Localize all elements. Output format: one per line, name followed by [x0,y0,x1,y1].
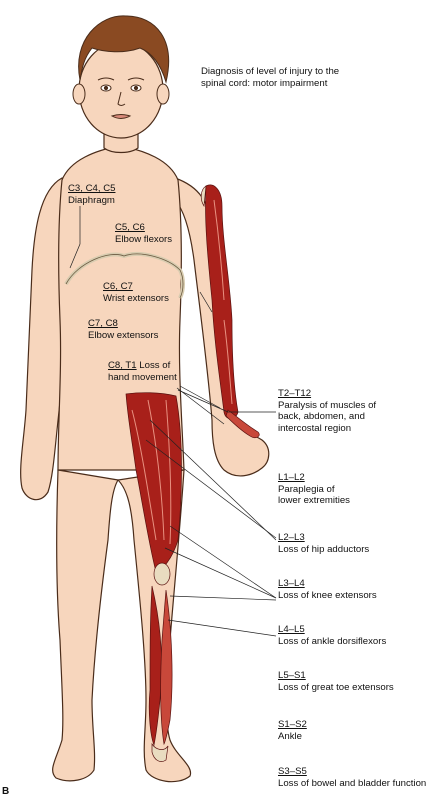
label-wrist-extensors-code: C6, C7 [103,281,133,292]
label-l3-l4-code: L3–L4 [278,578,305,589]
label-l5-s1-code: L5–S1 [278,670,306,681]
label-elbow-flexors-desc: Elbow flexors [115,233,173,245]
label-hand-desc: hand movement [108,371,177,383]
label-t2-t12-code: T2–T12 [278,388,312,399]
label-l2-l3-desc: Loss of hip adductors [278,543,370,555]
label-diaphragm: C3, C4, C5 Diaphragm [68,183,115,206]
label-s3-s5-desc: Loss of bowel and bladder function [278,777,427,789]
label-l1-l2-code: L1–L2 [278,472,305,483]
label-hand-desc-inline: Loss of [139,360,171,371]
label-elbow-extensors: C7, C8 Elbow extensors [88,318,158,341]
hair [78,15,170,84]
leg-muscles [125,392,182,762]
label-s3-s5: S3–S5 Loss of bowel and bladder function [278,766,426,789]
label-l2-l3-code: L2–L3 [278,532,305,543]
label-l1-l2: L1–L2 Paraplegia of lower extremities [278,472,350,507]
label-hand-code: C8, T1 [108,360,137,371]
face [97,77,145,119]
label-t2-t12-desc-3: intercostal region [278,422,352,434]
label-s1-s2-desc: Ankle [278,730,302,742]
label-wrist-extensors: C6, C7 Wrist extensors [103,281,169,304]
label-l4-l5: L4–L5 Loss of ankle dorsiflexors [278,624,386,647]
label-s1-s2-code: S1–S2 [278,719,307,730]
diagram-title: Diagnosis of level of injury to the spin… [201,66,340,89]
label-l4-l5-desc: Loss of ankle dorsiflexors [278,635,387,647]
label-wrist-extensors-desc: Wrist extensors [103,292,169,304]
label-t2-t12-desc-2: back, abdomen, and [278,411,365,422]
label-t2-t12: T2–T12 Paralysis of muscles of back, abd… [278,388,376,434]
label-diaphragm-desc: Diaphragm [68,194,115,206]
panel-letter: B [2,786,10,797]
label-l1-l2-desc-2: lower extremities [278,495,350,506]
label-elbow-extensors-code: C7, C8 [88,318,118,329]
label-l3-l4-desc: Loss of knee extensors [278,589,377,601]
label-s3-s5-code: S3–S5 [278,766,307,777]
pointer-lines [69,206,277,637]
label-l1-l2-desc-1: Paraplegia of [278,483,335,495]
ears [72,83,170,105]
label-l4-l5-code: L4–L5 [278,624,305,635]
label-hand-movement: C8, T1 Loss of hand movement [108,360,177,383]
label-l5-s1: L5–S1 Loss of great toe extensors [278,670,394,693]
label-elbow-flexors: C5, C6 Elbow flexors [115,222,172,245]
label-t2-t12-desc-1: Paralysis of muscles of [278,399,377,411]
label-l2-l3: L2–L3 Loss of hip adductors [278,532,369,555]
label-diaphragm-code: C3, C4, C5 [68,183,116,194]
label-s1-s2: S1–S2 Ankle [278,719,307,742]
label-l5-s1-desc: Loss of great toe extensors [278,681,394,693]
label-elbow-extensors-desc: Elbow extensors [88,329,159,341]
label-elbow-flexors-code: C5, C6 [115,222,145,233]
label-l3-l4: L3–L4 Loss of knee extensors [278,578,377,601]
